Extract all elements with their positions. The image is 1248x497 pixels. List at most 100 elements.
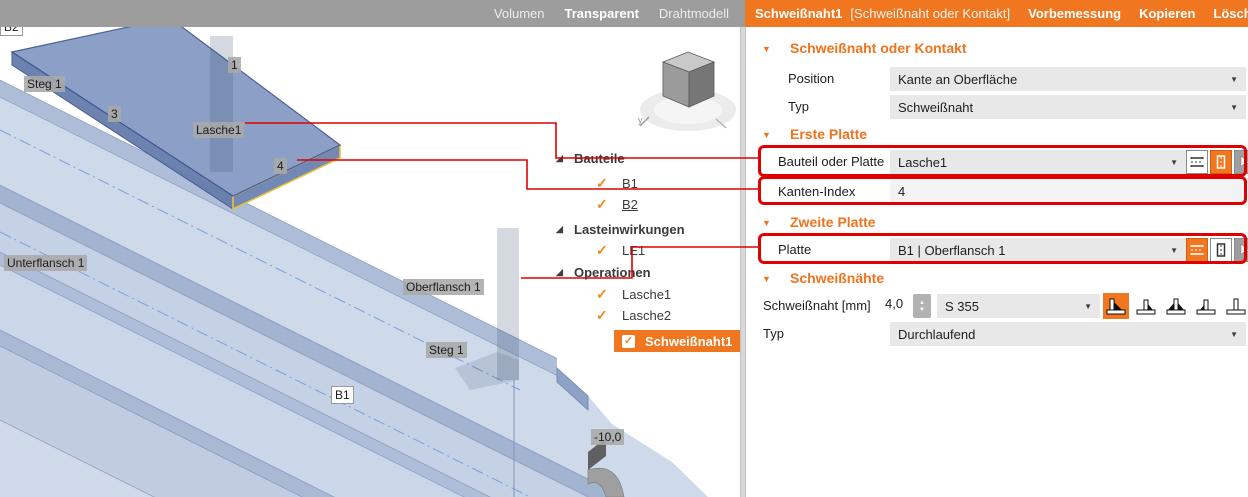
plate-icon (1216, 155, 1226, 169)
bauteil-oder-platte-value: Lasche1 (898, 154, 948, 170)
kanten-index-field[interactable]: 4 (890, 180, 1246, 203)
scene-label-b1: B1 (331, 386, 354, 404)
section-title-erste-platte[interactable]: Erste Platte (790, 126, 868, 142)
view-mode-drahtmodell[interactable]: Drahtmodell (658, 6, 729, 21)
scene-label-b2-partial: B2 (0, 27, 23, 36)
weld-typ-dropdown[interactable]: Durchlaufend ▼ (890, 322, 1246, 346)
beam-bands (0, 79, 708, 497)
scene-label-lasche1: Lasche1 (193, 122, 245, 138)
select-member-mode-button-active[interactable] (1186, 238, 1208, 262)
plate-icon (1216, 243, 1226, 257)
position-dropdown[interactable]: Kante an Oberfläche ▼ (890, 67, 1246, 91)
weld-type-fillet-button-active[interactable] (1103, 293, 1129, 319)
chevron-down-icon: ▼ (1230, 102, 1238, 112)
expander-icon[interactable]: ◢ (556, 223, 563, 234)
weld-type-fillet-one-side-button[interactable] (1133, 293, 1159, 319)
chevron-down-icon: ▼ (1084, 301, 1092, 311)
checkmark-icon[interactable]: ✓ (596, 306, 608, 323)
tree-item-le1[interactable]: ✓ LE1 (596, 240, 645, 260)
tree-item-label: Lasche2 (622, 307, 672, 323)
operation-header-bar: Schweißnaht1 [Schweißnaht oder Kontakt] … (745, 0, 1248, 27)
tree-item-b1[interactable]: ✓ B1 (596, 173, 638, 193)
stiffener-web-2 (497, 228, 519, 380)
tree-item-label: Schweißnaht1 (645, 333, 733, 349)
load-arrow (587, 438, 625, 497)
beam-profile-icon (1190, 245, 1204, 255)
3d-viewport[interactable]: y B2 Steg 1 1 3 Lasche1 4 Unterflansch 1… (0, 27, 740, 497)
operation-context: [Schweißnaht oder Kontakt] (850, 6, 1011, 21)
section-collapse-icon[interactable]: ▼ (762, 218, 771, 228)
chevron-down-icon: ▼ (1230, 329, 1238, 339)
section-title-schweissnaehte[interactable]: Schweißnähte (790, 270, 885, 286)
tree-item-b2[interactable]: ✓ B2 (596, 194, 638, 214)
weld-type-double-fillet-button[interactable] (1163, 293, 1189, 319)
pick-in-scene-button[interactable] (1234, 150, 1248, 174)
select-plate-mode-button[interactable] (1210, 238, 1232, 262)
kanten-index-value: 4 (898, 184, 906, 199)
section-title-schweissnaht-oder-kontakt[interactable]: Schweißnaht oder Kontakt (790, 40, 967, 56)
properties-panel: ▼ Schweißnaht oder Kontakt Position Kant… (746, 27, 1248, 497)
bauteil-oder-platte-dropdown[interactable]: Lasche1 ▼ (890, 150, 1186, 174)
kanten-index-label: Kanten-Index (778, 184, 856, 199)
checkmark-icon[interactable]: ✓ (596, 241, 608, 258)
expander-icon[interactable]: ◢ (556, 266, 563, 277)
scene-label-edge-1: 1 (228, 57, 241, 73)
section-collapse-icon[interactable]: ▼ (762, 44, 771, 54)
tree-group-operationen[interactable]: ◢ Operationen (548, 262, 651, 282)
delete-button[interactable]: Löschen (1213, 6, 1248, 21)
weld-size-value[interactable]: 4,0 (885, 296, 904, 311)
typ-value: Schweißnaht (898, 99, 974, 115)
scene-label-steg-top: Steg 1 (24, 76, 65, 92)
scene-label-oberflansch: Oberflansch 1 (403, 279, 484, 295)
tree-group-bauteile[interactable]: ◢ Bauteile (548, 148, 625, 168)
material-dropdown[interactable]: S 355 ▼ (937, 294, 1100, 318)
section-collapse-icon[interactable]: ▼ (762, 274, 771, 284)
spinner-down-icon[interactable]: ▼ (919, 306, 925, 313)
select-plate-mode-button-active[interactable] (1210, 150, 1232, 174)
chevron-down-icon: ▼ (1170, 157, 1178, 167)
fillet-weld-one-side-icon (1136, 299, 1156, 315)
beam-3d-scene[interactable]: y (0, 27, 740, 497)
select-member-mode-button[interactable] (1186, 150, 1208, 174)
view-mode-transparent[interactable]: Transparent (564, 6, 639, 21)
view-cube[interactable]: y (638, 51, 736, 131)
beam-end-face (556, 367, 589, 411)
tree-group-label: Lasteinwirkungen (574, 221, 685, 237)
weld-type-bevel-butt-button[interactable] (1193, 293, 1219, 319)
checkmark-icon[interactable]: ✓ (596, 285, 608, 302)
double-fillet-weld-icon (1166, 298, 1186, 315)
spinner-up-icon[interactable]: ▲ (919, 299, 925, 306)
checked-checkbox-icon[interactable]: ✓ (622, 334, 635, 348)
view-mode-volumen[interactable]: Volumen (493, 6, 545, 21)
typ-dropdown[interactable]: Schweißnaht ▼ (890, 95, 1246, 119)
weld-size-stepper[interactable]: ▲ ▼ (913, 294, 931, 318)
butt-weld-icon (1226, 298, 1246, 315)
copy-button[interactable]: Kopieren (1139, 6, 1196, 21)
predesign-button[interactable]: Vorbemessung (1028, 6, 1122, 21)
tree-item-lasche2[interactable]: ✓ Lasche2 (596, 305, 671, 325)
tree-item-label: B2 (622, 196, 638, 212)
weld-type-butt-button[interactable] (1223, 293, 1248, 319)
pick-in-scene-button[interactable] (1234, 238, 1248, 262)
section-collapse-icon[interactable]: ▼ (762, 130, 771, 140)
platte-label: Platte (778, 242, 812, 257)
tree-item-lasche1[interactable]: ✓ Lasche1 (596, 284, 671, 304)
checkmark-icon[interactable]: ✓ (596, 174, 608, 191)
expander-icon[interactable]: ◢ (556, 152, 563, 163)
checkmark-icon[interactable]: ✓ (596, 195, 608, 212)
section-title-zweite-platte[interactable]: Zweite Platte (790, 214, 876, 230)
tree-group-label: Bauteile (574, 150, 625, 166)
scene-label-steg-mid: Steg 1 (426, 342, 467, 358)
operation-title: Schweißnaht1 (755, 6, 843, 21)
schweissnaht-mm-label: Schweißnaht [mm] (763, 298, 871, 313)
tree-item-label: B1 (622, 175, 638, 191)
cursor-icon (1240, 243, 1248, 257)
tree-item-schweissnaht1-selected[interactable]: ✓ Schweißnaht1 (614, 330, 740, 352)
svg-text:y: y (638, 115, 643, 125)
view-mode-toolbar: Volumen Transparent Drahtmodell (0, 0, 745, 27)
tree-group-lasteinwirkungen[interactable]: ◢ Lasteinwirkungen (548, 219, 685, 239)
stiffener-web-1 (210, 36, 233, 172)
position-label: Position (788, 71, 835, 86)
platte-dropdown[interactable]: B1 | Oberflansch 1 ▼ (890, 238, 1186, 262)
